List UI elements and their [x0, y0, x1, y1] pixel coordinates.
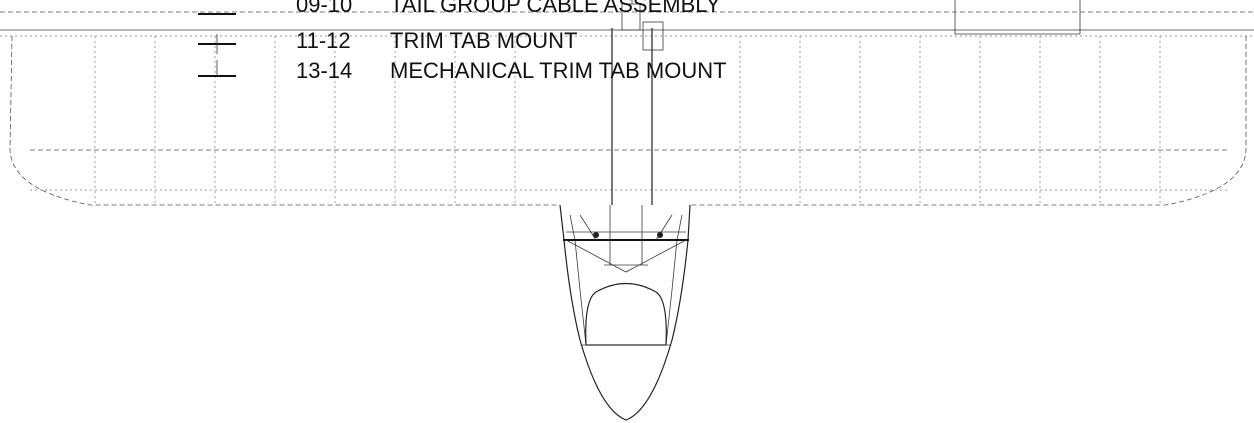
legend-label: TRIM TAB MOUNT	[390, 28, 577, 53]
tail-cone	[559, 204, 691, 421]
legend-range: 11-12	[296, 28, 351, 53]
legend-row-tail-group-cable-assembly: 09-10 TAIL GROUP CABLE ASSEMBLY	[198, 0, 721, 17]
legend-row-mechanical-trim-tab-mount: 13-14 MECHANICAL TRIM TAB MOUNT	[198, 58, 727, 83]
legend-range: 09-10	[296, 0, 352, 17]
stabilizer-ribs	[94, 36, 1161, 205]
legend: 09-10 TAIL GROUP CABLE ASSEMBLY 11-12 TR…	[198, 0, 727, 83]
horizontal-stabilizer	[0, 0, 1254, 206]
legend-range: 13-14	[296, 58, 352, 83]
legend-label: MECHANICAL TRIM TAB MOUNT	[390, 58, 727, 83]
legend-row-trim-tab-mount: 11-12 TRIM TAB MOUNT	[198, 28, 577, 54]
center-spine	[611, 0, 664, 205]
legend-label: TAIL GROUP CABLE ASSEMBLY	[390, 0, 721, 17]
